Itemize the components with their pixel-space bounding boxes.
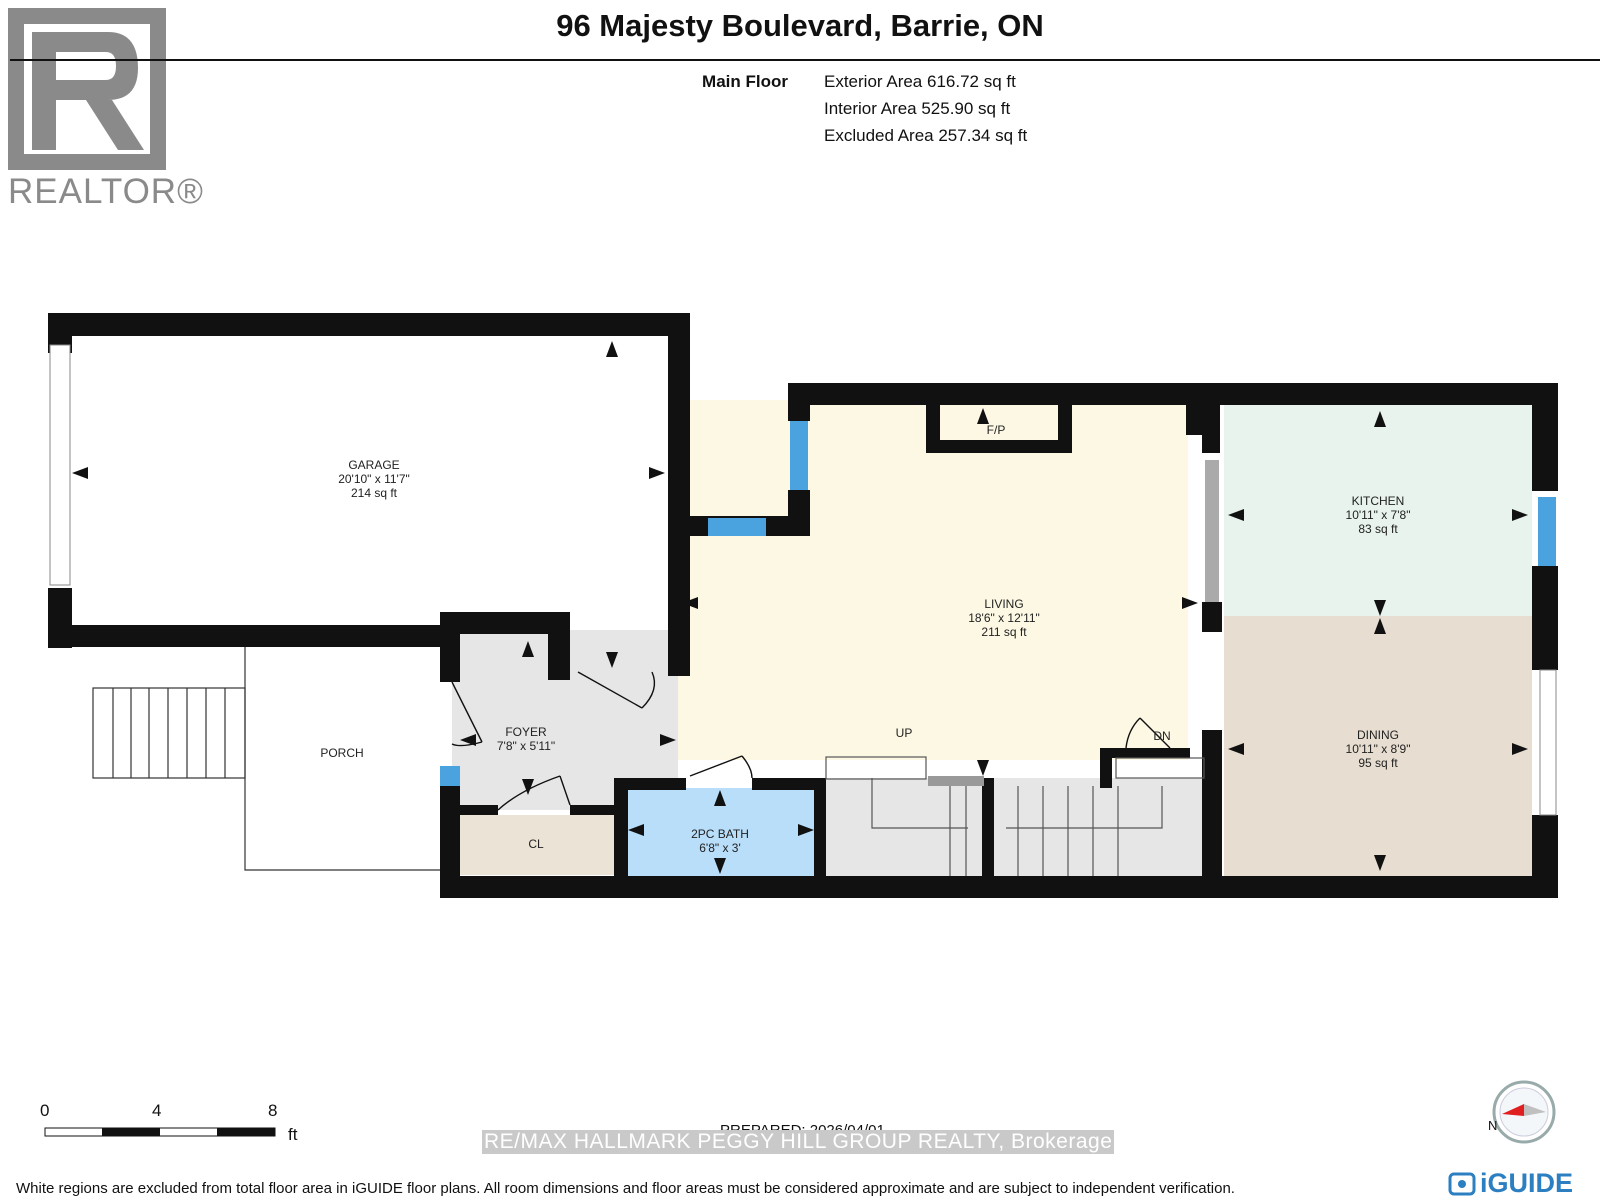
scale-unit: ft xyxy=(288,1125,298,1144)
realtor-r-logo-icon xyxy=(8,8,166,170)
stairs-down-label: DN xyxy=(1153,729,1170,743)
scale-bar xyxy=(44,1127,276,1137)
garage-area: 214 sq ft xyxy=(351,486,398,500)
realtor-logo xyxy=(8,8,166,170)
foyer-dims: 7'8" x 5'11" xyxy=(497,739,555,753)
closet-name: CL xyxy=(528,837,544,851)
garage-dims: 20'10" x 11'7" xyxy=(338,472,410,486)
kitchen-dims: 10'11" x 7'8" xyxy=(1346,508,1411,522)
dimension-arrows xyxy=(72,341,1528,874)
scale-label-4: 4 xyxy=(152,1101,162,1120)
porch-outline xyxy=(92,647,440,871)
porch-name: PORCH xyxy=(320,746,363,760)
kitchen-pass-through xyxy=(1205,460,1219,602)
disclaimer: White regions are excluded from total fl… xyxy=(16,1180,1235,1197)
dining-name: DINING xyxy=(1357,728,1399,742)
dining-side-window xyxy=(1539,669,1557,816)
stairs-up-fill xyxy=(826,778,984,876)
dining-fill xyxy=(1224,616,1532,876)
exterior-area: Exterior Area 616.72 sq ft xyxy=(824,72,1016,91)
fireplace-name: F/P xyxy=(987,423,1006,437)
door-swings xyxy=(451,671,1171,811)
scale-label-0: 0 xyxy=(40,1101,50,1120)
brokerage-watermark: RE/MAX HALLMARK PEGGY HILL GROUP REALTY,… xyxy=(482,1130,1115,1154)
living-name: LIVING xyxy=(984,597,1023,611)
living-dims: 18'6" x 12'11" xyxy=(968,611,1040,625)
living-area: 211 sq ft xyxy=(981,625,1027,639)
kitchen-fill xyxy=(1224,400,1532,616)
title-divider xyxy=(10,59,1600,61)
compass-north-letter: N xyxy=(1488,1118,1497,1133)
interior-area: Interior Area 525.90 sq ft xyxy=(824,99,1011,118)
scale-label-8: 8 xyxy=(268,1101,278,1120)
garage-door-opening xyxy=(49,344,71,586)
foyer-name: FOYER xyxy=(505,725,547,739)
bath-dims: 6'8" x 3' xyxy=(699,841,741,855)
kitchen-name: KITCHEN xyxy=(1352,494,1405,508)
page-title: 96 Majesty Boulevard, Barrie, ON xyxy=(556,8,1044,43)
iguide-logo-icon xyxy=(1448,1172,1476,1196)
dining-area: 95 sq ft xyxy=(1358,756,1398,770)
floor-name: Main Floor xyxy=(702,72,788,91)
dining-dims: 10'11" x 8'9" xyxy=(1346,742,1411,756)
closet-fill xyxy=(458,815,616,875)
kitchen-area: 83 sq ft xyxy=(1358,522,1398,536)
stair-landing xyxy=(928,776,984,786)
stairs-up-label: UP xyxy=(896,726,913,740)
iguide-brand: iGUIDE xyxy=(1480,1168,1574,1198)
living-fill xyxy=(678,400,1188,760)
excluded-area: Excluded Area 257.34 sq ft xyxy=(824,126,1028,145)
realtor-wordmark: REALTOR® xyxy=(8,172,204,211)
windows xyxy=(440,421,1556,786)
stair-treads xyxy=(825,756,1205,876)
bath-name: 2PC BATH xyxy=(691,827,749,841)
compass-icon: N xyxy=(1488,1080,1556,1144)
walls xyxy=(48,313,1558,898)
garage-name: GARAGE xyxy=(348,458,399,472)
stairs-down-fill xyxy=(992,778,1204,876)
